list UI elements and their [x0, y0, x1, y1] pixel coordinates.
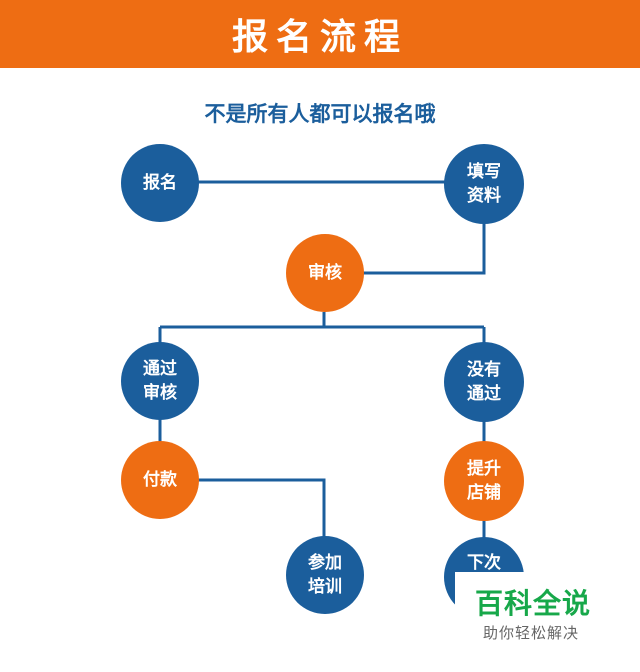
node-upgrade-store: 提升 店铺 [444, 441, 524, 521]
watermark-subtitle: 助你轻松解决 [483, 624, 580, 642]
subtitle: 不是所有人都可以报名哦 [204, 102, 436, 126]
node-review: 审核 [286, 234, 364, 312]
connector-pay-training [198, 478, 326, 538]
node-not-passed: 没有 通过 [444, 342, 524, 422]
node-training: 参加 培训 [286, 536, 364, 614]
watermark: 百科全说 助你轻松解决 [455, 572, 640, 672]
node-apply: 报名 [121, 144, 199, 222]
header-banner: 报名流程 [0, 0, 640, 68]
node-passed: 通过 审核 [121, 342, 199, 420]
watermark-title: 百科全说 [475, 587, 592, 620]
connector-fill-review [362, 222, 486, 275]
header-title: 报名流程 [231, 17, 408, 58]
node-pay: 付款 [121, 441, 199, 519]
node-fill-info: 填写 资料 [444, 144, 524, 224]
